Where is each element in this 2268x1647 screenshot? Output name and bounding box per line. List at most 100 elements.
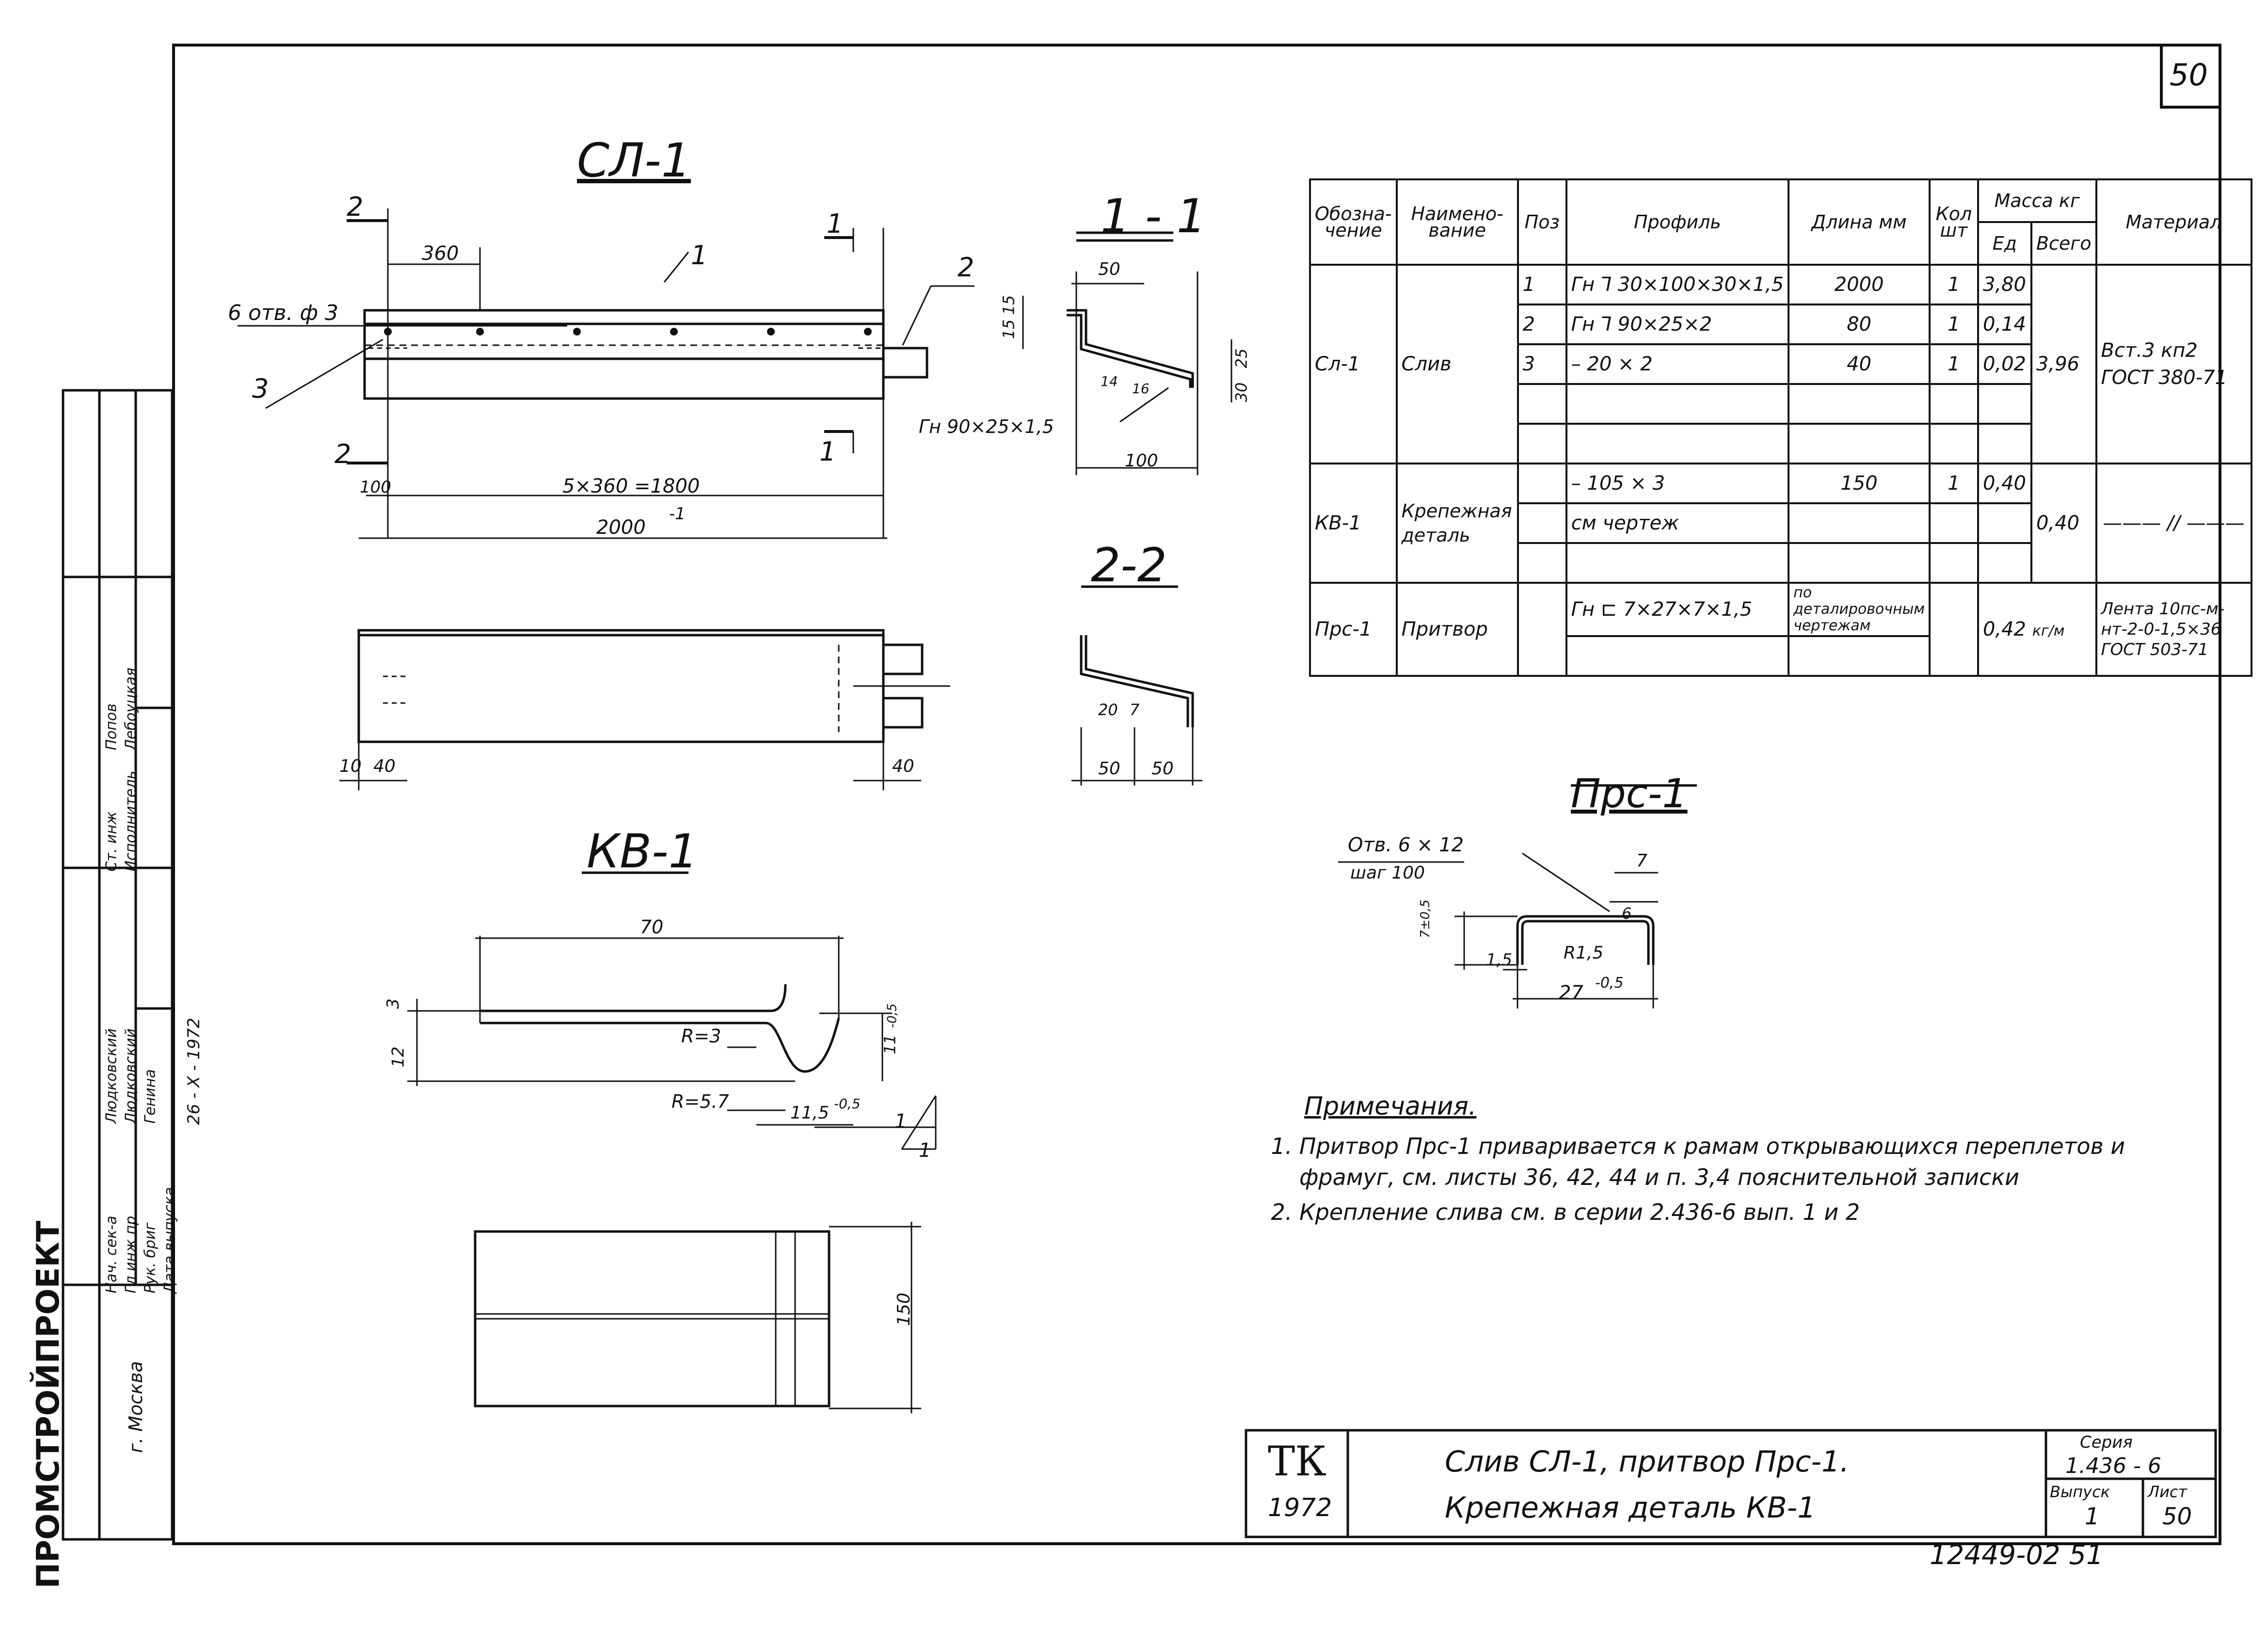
s22-d50-right: 50	[1151, 759, 1174, 779]
side-stamp-name-3: Генина	[142, 1069, 159, 1124]
row-kv1-total: 0,40	[2030, 463, 2097, 584]
drawing-frame	[172, 44, 2221, 1545]
th-designation: Обозна-чение	[1309, 178, 1398, 266]
row-kv1-unit: 0,40	[1977, 463, 2032, 504]
title-block-sheet: 50	[2162, 1503, 2192, 1530]
title-block-line2: Крепежная деталь КВ-1	[1445, 1491, 1816, 1525]
title-block-series: 1.436 - 6	[2065, 1454, 2161, 1478]
title-block-org-stamp: ТК	[1268, 1438, 1327, 1485]
row-sl1-length-3: 40	[1788, 343, 1931, 385]
row-sl1-qty-2: 1	[1928, 304, 1979, 345]
s11-d25: 25	[1232, 348, 1251, 368]
prs1-r15: R1,5	[1564, 943, 1604, 963]
row-prs1-length: по деталировочным чертежам	[1788, 582, 1931, 637]
s11-d50: 50	[1098, 259, 1120, 279]
th-material: Материал	[2095, 178, 2252, 266]
sl1-hole-markers	[384, 328, 872, 336]
title-block-line1: Слив СЛ-1, притвор Прс-1.	[1445, 1445, 1850, 1479]
side-stamp-city: г. Москва	[125, 1361, 146, 1453]
kv1-r57: R=5.7	[671, 1091, 729, 1112]
row-sl1-unit-2: 0,14	[1977, 304, 2032, 345]
sl1-plan-dim-10: 10	[339, 756, 362, 776]
sl1-elevation	[238, 208, 974, 539]
side-stamp-role-1: Нач. сек-а	[103, 1215, 120, 1294]
row-prs1-unit: 0,42	[1982, 618, 2026, 640]
side-stamp-org: ПРОМСТРОЙПРОЕКТ	[31, 1220, 66, 1589]
title-block-sheet-label: Лист	[2148, 1483, 2188, 1501]
sl1-dim-span: 5×360 =1800	[562, 475, 700, 497]
side-stamp-name-2: Людковский	[122, 1028, 140, 1124]
th-qty: Кол шт	[1928, 178, 1979, 266]
row-sl1-unit-1: 3,80	[1977, 264, 2032, 305]
sl1-plan-dim-40-left: 40	[373, 756, 396, 776]
sheet-number-box	[2160, 44, 2221, 109]
side-stamp-role-3: Рук. бриг	[142, 1222, 159, 1294]
title-block-issue-label: Выпуск	[2050, 1483, 2110, 1501]
th-name: Наимено-вание	[1395, 178, 1519, 266]
kv1-slope-b: 1	[919, 1139, 931, 1162]
prs1-d27: 27	[1559, 982, 1583, 1004]
prs1-pitch: шаг 100	[1350, 863, 1425, 883]
sl1-holes-label: 6 отв. ф 3	[228, 301, 339, 325]
kv1-r3: R=3	[681, 1025, 721, 1047]
row-kv1-qty: 1	[1928, 463, 1979, 504]
sheet-number: 50	[2170, 57, 2208, 93]
th-profile: Профиль	[1565, 178, 1790, 266]
title-block	[1245, 1429, 2217, 1538]
row-sl1-length-2: 80	[1788, 304, 1931, 345]
specification-table: Обозна-чение Наимено-вание Поз Профиль Д…	[1309, 178, 2252, 677]
row-kv1-designation: КВ-1	[1309, 463, 1398, 584]
kv1-title: КВ-1	[587, 824, 698, 879]
side-stamp-name-4: 26 - X - 1972	[184, 1018, 204, 1125]
prs1-d27-tol: -0,5	[1595, 975, 1624, 991]
kv1-d70: 70	[640, 916, 664, 938]
sl1-dim-left: 100	[360, 478, 391, 497]
sl1-plan-dim-40-right: 40	[892, 756, 914, 776]
row-sl1-unit-3: 0,02	[1977, 343, 2032, 385]
row-prs1-designation: Прс-1	[1309, 582, 1398, 677]
title-block-footer: 12449-02 51	[1930, 1539, 2104, 1571]
row-sl1-profile-3: – 20 × 2	[1565, 343, 1790, 385]
row-prs1-name: Притвор	[1395, 582, 1519, 677]
row-prs1-material: Лента 10пс-м-нт-2-0-1,5×36 ГОСТ 503-71	[2095, 582, 2252, 677]
s11-d100: 100	[1125, 451, 1158, 471]
row-kv1-length: 150	[1788, 463, 1931, 504]
row-sl1-name: Слив	[1395, 264, 1519, 464]
side-stamp-name-5: Попов	[103, 703, 120, 751]
row-sl1-profile-1: Гн ⅂ 30×100×30×1,5	[1565, 264, 1790, 305]
row-sl1-material: Вст.3 кп2 ГОСТ 380-71	[2095, 264, 2252, 464]
s22-d20: 20	[1098, 701, 1118, 719]
kv1-d150: 150	[894, 1293, 914, 1326]
row-kv1-material: ——— // ———	[2095, 463, 2252, 584]
s22-d50-left: 50	[1098, 759, 1120, 779]
s11-d16: 16	[1132, 381, 1150, 397]
sl1-dim-total: 2000	[596, 516, 646, 539]
side-stamp-role-4: Дата выпуска	[161, 1187, 178, 1294]
kv1-d11: 11	[880, 1034, 899, 1055]
section-2-2-title: 2-2	[1091, 538, 1167, 592]
s11-d30: 30	[1232, 382, 1251, 402]
kv1-d115-tol: -0,5	[834, 1096, 861, 1112]
row-kv1-name: Крепежная деталь	[1395, 463, 1519, 584]
th-mass: Масса кг	[1977, 178, 2097, 223]
sl1-pos1: 1	[691, 240, 708, 271]
prs1-title: Прс-1	[1571, 771, 1688, 817]
sl1-dim-step: 360	[422, 242, 459, 265]
row-sl1-pos-3: 3	[1517, 343, 1567, 385]
s11-d15a: 15	[999, 295, 1018, 315]
prs1-d15: 1,5	[1486, 950, 1513, 970]
sl1-cut-1-top: 1	[827, 208, 844, 239]
kv1-drawing	[407, 871, 937, 1413]
side-stamp-name-1: Людковский	[103, 1028, 120, 1124]
s22-d7: 7	[1130, 701, 1140, 719]
s11-d14: 14	[1101, 373, 1118, 389]
notes-block: Примечания. Притвор Прс-1 приваривается …	[1256, 1091, 2220, 1231]
th-mass-unit: Ед	[1977, 221, 2032, 266]
row-prs1-unit-suffix: кг/м	[2032, 623, 2065, 640]
row-sl1-pos-1: 1	[1517, 264, 1567, 305]
sl1-plan	[339, 629, 950, 790]
prs1-d6: 6	[1622, 904, 1632, 923]
side-stamp-name-6: Лебоуцкая	[122, 667, 140, 751]
row-sl1-pos-2: 2	[1517, 304, 1567, 345]
row-sl1-profile-2: Гн ⅂ 90×25×2	[1565, 304, 1790, 345]
